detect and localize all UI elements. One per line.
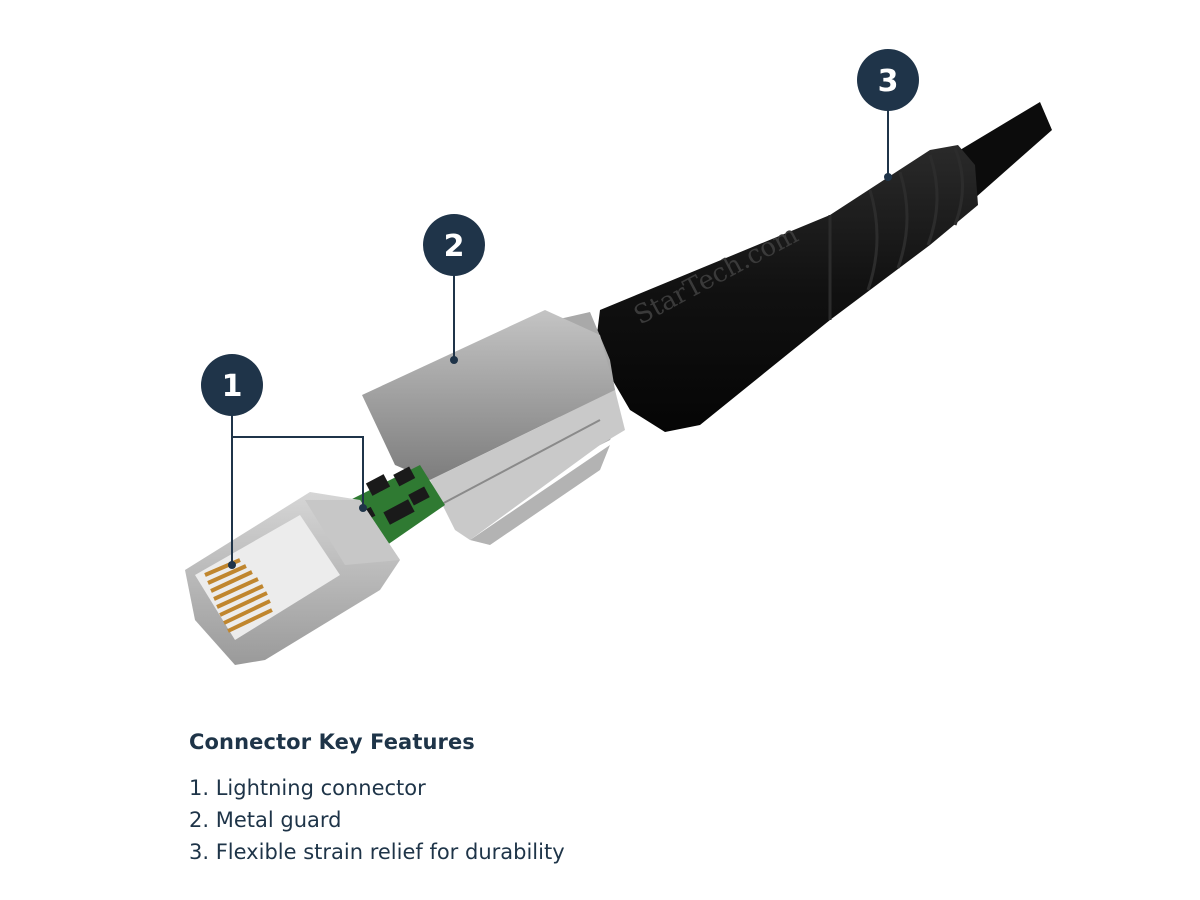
cable-wire xyxy=(960,102,1052,198)
callout-lines xyxy=(231,110,889,565)
feature-item-lightning-connector: 1. Lightning connector xyxy=(189,776,426,800)
callout-badge-2: 2 xyxy=(423,214,485,276)
metal-guard xyxy=(362,310,625,545)
svg-text:1: 1 xyxy=(222,369,243,404)
svg-text:3: 3 xyxy=(878,64,899,99)
strain-relief: StarTech.com xyxy=(595,145,978,432)
connector-key-features: Connector Key Features 1. Lightning conn… xyxy=(189,730,889,868)
feature-item-metal-guard: 2. Metal guard xyxy=(189,808,342,832)
cable xyxy=(960,102,1052,198)
callout-badge-1: 1 xyxy=(201,354,263,416)
feature-item-strain-relief: 3. Flexible strain relief for durability xyxy=(189,840,565,864)
lightning-connector xyxy=(185,492,400,665)
svg-text:2: 2 xyxy=(444,229,465,264)
features-list: 1. Lightning connector 2. Metal guard 3.… xyxy=(189,772,889,868)
callout-line-1-branch xyxy=(232,436,364,508)
callout-dots xyxy=(228,173,892,569)
cable-connector-illustration: StarTech.com xyxy=(185,49,1052,665)
callout-badge-3: 3 xyxy=(857,49,919,111)
features-title: Connector Key Features xyxy=(189,730,475,754)
